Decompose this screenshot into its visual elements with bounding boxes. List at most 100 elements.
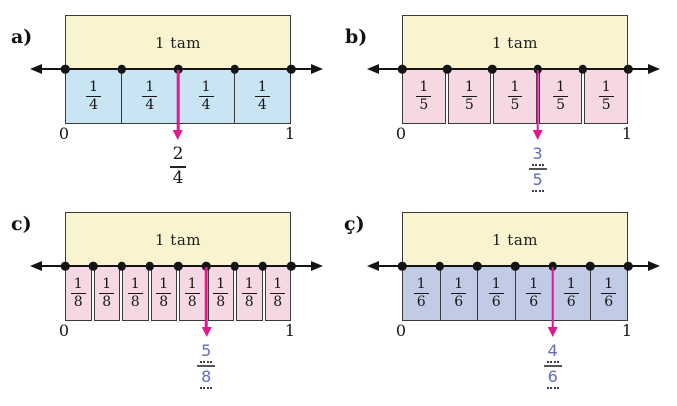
unit-fraction-denominator: 8 xyxy=(216,293,226,310)
arrowhead-left-icon xyxy=(30,64,42,74)
unit-fraction-numerator: 1 xyxy=(198,79,214,97)
panel-label-cedilla-c: ç) xyxy=(344,213,365,235)
arrowhead-right-icon xyxy=(648,261,660,271)
unit-fraction-denominator: 6 xyxy=(416,293,426,310)
unit-fraction-numerator: 1 xyxy=(127,276,143,294)
answer-numerator: 2 xyxy=(172,144,184,164)
whole-label: 1 tam xyxy=(154,33,201,52)
arrowhead-left-icon xyxy=(30,261,42,271)
unit-fraction-denominator: 8 xyxy=(73,293,83,310)
arrowhead-right-icon xyxy=(648,64,660,74)
unit-fraction-denominator: 8 xyxy=(273,293,283,310)
tick-dot xyxy=(623,261,633,271)
tick-dot xyxy=(117,261,126,271)
pointer-arrow xyxy=(551,267,554,328)
unit-fraction-numerator: 1 xyxy=(488,276,504,294)
whole-box: 1 tam xyxy=(65,212,291,267)
tick-dot xyxy=(623,64,633,74)
answer-fraction: 4 6 xyxy=(543,342,562,391)
unit-fraction-numerator: 1 xyxy=(526,276,542,294)
panel-label-a: a) xyxy=(11,26,33,48)
unit-fraction-denominator: 8 xyxy=(130,293,140,310)
unit-fraction-numerator: 1 xyxy=(70,276,86,294)
unit-fraction-denominator: 5 xyxy=(556,96,566,113)
tick-dot xyxy=(145,261,154,271)
tick-dot xyxy=(258,261,267,271)
whole-box: 1 tam xyxy=(402,212,628,267)
placeholder-dots xyxy=(531,163,544,166)
unit-fraction-numerator: 1 xyxy=(270,276,286,294)
tick-dot xyxy=(533,64,542,74)
whole-label: 1 tam xyxy=(491,230,538,249)
tick-dot xyxy=(230,64,239,74)
unit-fraction-denominator: 5 xyxy=(419,96,429,113)
axis-label-0: 0 xyxy=(58,124,70,143)
unit-fraction-numerator: 1 xyxy=(461,79,477,97)
unit-fraction-denominator: 5 xyxy=(464,96,474,113)
unit-fraction-denominator: 6 xyxy=(566,293,576,310)
number-line-segment xyxy=(378,67,648,71)
tick-dot xyxy=(548,261,557,271)
unit-fraction-numerator: 1 xyxy=(213,276,229,294)
panel-label-b: b) xyxy=(345,26,368,48)
pointer-arrow xyxy=(204,267,208,328)
unit-fraction-denominator: 8 xyxy=(187,293,197,310)
unit-fraction-numerator: 1 xyxy=(142,79,158,97)
tick-dot xyxy=(60,261,70,271)
axis-label-1: 1 xyxy=(621,321,633,340)
tick-dot xyxy=(286,261,296,271)
unit-fraction-denominator: 6 xyxy=(529,293,539,310)
arrowhead-right-icon xyxy=(311,64,323,74)
axis-label-0: 0 xyxy=(395,321,407,340)
tick-dot xyxy=(397,64,407,74)
placeholder-dots xyxy=(200,360,213,363)
axis-label-1: 1 xyxy=(621,124,633,143)
tick-dot xyxy=(173,64,183,74)
tick-dot xyxy=(488,64,497,74)
unit-fraction-numerator: 1 xyxy=(451,276,467,294)
unit-fraction-numerator: 1 xyxy=(563,276,579,294)
tick-dot xyxy=(586,261,595,271)
answer-fraction-bar xyxy=(528,167,547,170)
placeholder-dots xyxy=(531,189,544,192)
tick-dot xyxy=(230,261,239,271)
unit-fraction-denominator: 6 xyxy=(491,293,501,310)
unit-fraction-numerator: 1 xyxy=(241,276,257,294)
tick-dot xyxy=(173,261,183,271)
pointer-arrow xyxy=(176,70,180,131)
tick-dot xyxy=(286,64,296,74)
